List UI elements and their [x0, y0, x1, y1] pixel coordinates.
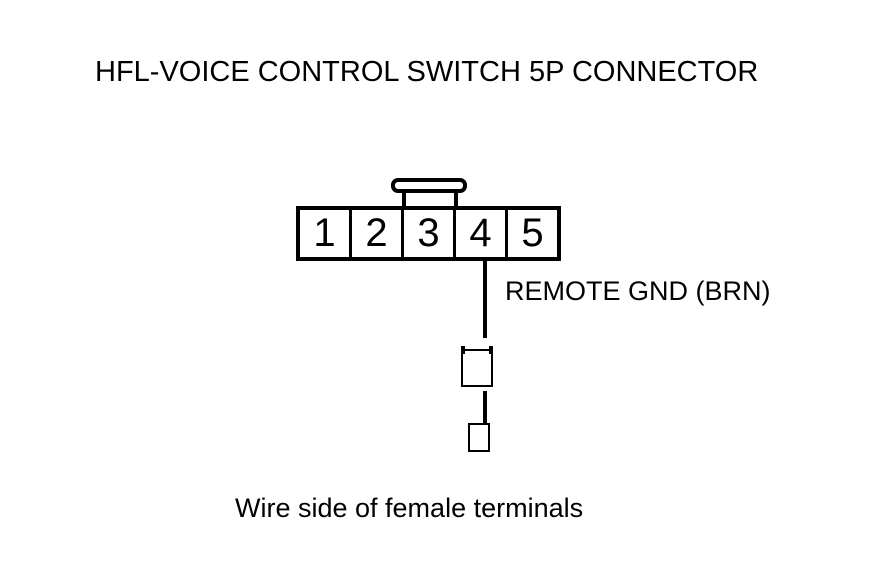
connector-pin-2: 2 — [352, 210, 404, 257]
connector-tick-left — [461, 346, 465, 354]
connector-pin-4: 4 — [456, 210, 508, 257]
connector-tab-leg-left — [402, 190, 406, 207]
terminal-end-symbol — [468, 423, 490, 452]
wire-remote-gnd-lower — [483, 391, 487, 425]
connector-pin-1: 1 — [300, 210, 352, 257]
connector-tab-key — [391, 178, 467, 193]
connector-pin-3: 3 — [404, 210, 456, 257]
wire-label-remote-gnd: REMOTE GND (BRN) — [505, 276, 771, 306]
connector-pin-5: 5 — [521, 210, 544, 255]
wire-remote-gnd-upper — [483, 259, 487, 338]
page-title: HFL-VOICE CONTROL SWITCH 5P CONNECTOR — [95, 56, 759, 88]
connector-tab-leg-right — [454, 190, 458, 207]
caption: Wire side of female terminals — [235, 493, 584, 523]
connector-body: 1 2 3 4 5 — [296, 206, 561, 261]
inline-connector-symbol — [461, 346, 493, 387]
connector-tick-right — [489, 346, 493, 354]
